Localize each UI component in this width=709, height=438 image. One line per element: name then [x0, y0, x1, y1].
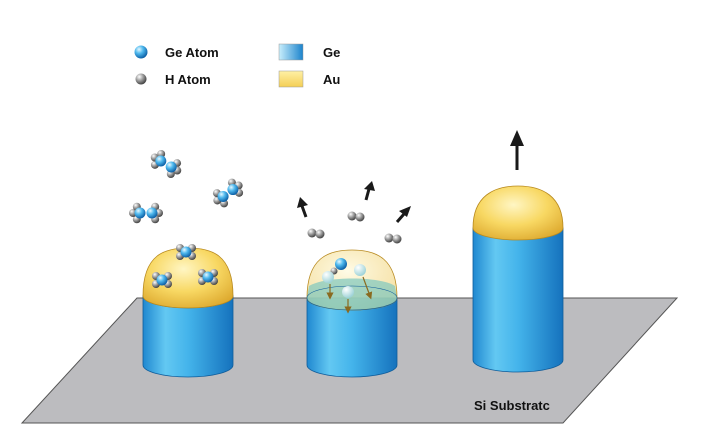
ge-atom-icon [217, 190, 229, 202]
nanowire-3 [472, 130, 564, 373]
ge-atom-icon [227, 184, 239, 196]
h-atom-icon [384, 233, 394, 243]
ge-atom-icon [146, 207, 158, 219]
h-atom-icon [330, 267, 338, 275]
desorption-arrow-head-icon [364, 181, 375, 191]
h-atom-legend-icon [135, 73, 147, 85]
ge-atom-icon [322, 271, 334, 283]
ge-atom-icon [335, 258, 347, 270]
au-droplet-1 [142, 247, 234, 309]
ge-atom-icon [165, 161, 177, 173]
ge-atom-icon [342, 286, 354, 298]
substrate-label: Si Substratc [474, 398, 550, 413]
nanowire-2 [306, 249, 398, 378]
legend-ge-atom-label: Ge Atom [165, 45, 219, 60]
h-atom-icon [347, 211, 357, 221]
diffusion-arrow-icon [362, 276, 373, 300]
nanowire-1 [142, 247, 234, 378]
desorption-arrow-head-icon [399, 206, 411, 217]
h-atom-icon [315, 229, 325, 239]
h-atom-icon [355, 212, 365, 222]
atoms-layer [129, 150, 402, 288]
legend: Ge Atom H Atom Ge Au [134, 43, 340, 88]
desorption-arrow-head-icon [297, 197, 308, 208]
ge-pillar-3 [472, 227, 564, 373]
ge-atom-icon [354, 264, 366, 276]
desorption-arrow-icon [395, 213, 406, 223]
ge-pillar-2 [306, 297, 398, 378]
ge-atom-icon [202, 271, 214, 283]
legend-ge-label: Ge [323, 45, 340, 60]
legend-au-label: Au [323, 72, 340, 87]
h-atom-icon [307, 228, 317, 238]
ge-atom-icon [134, 207, 146, 219]
desorption-arrows [297, 181, 411, 223]
ge-swatch [278, 43, 304, 61]
desorption-arrow-icon [364, 188, 371, 201]
au-droplet-3 [472, 185, 564, 241]
ge-atom-legend-icon [134, 45, 148, 59]
ge-atom-icon [156, 274, 168, 286]
desorption-arrow-icon [300, 205, 308, 218]
au-swatch [278, 70, 304, 88]
ge-pillar-1 [142, 295, 234, 378]
growth-arrow-head-icon [510, 130, 524, 146]
legend-h-atom-label: H Atom [165, 72, 211, 87]
h-atom-icon [392, 234, 402, 244]
ge-atom-icon [180, 246, 192, 258]
ge-atom-icon [155, 155, 167, 167]
